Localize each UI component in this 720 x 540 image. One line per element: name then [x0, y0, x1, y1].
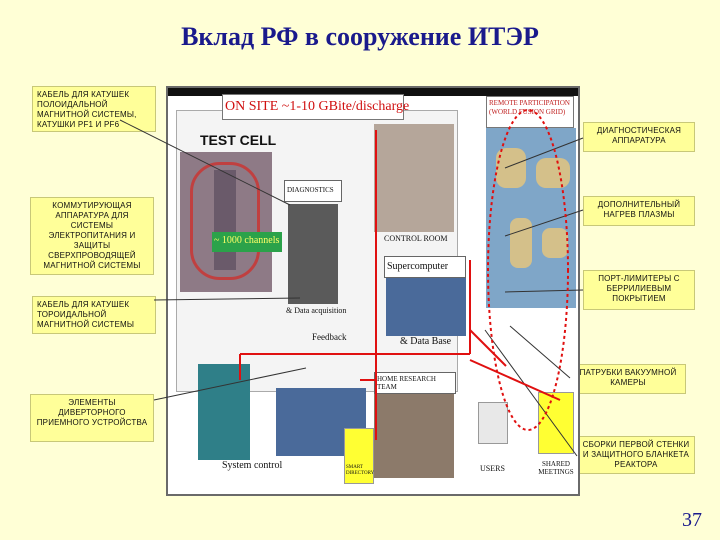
data-acq-label: & Data acquisition	[286, 306, 347, 315]
home-team-image	[374, 394, 454, 478]
callout-pf-cable: КАБЕЛЬ ДЛЯ КАТУШЕК ПОЛОИДАЛЬНОЙ МАГНИТНО…	[32, 86, 156, 132]
diagnostics-label: DIAGNOSTICS	[287, 186, 334, 194]
supercomputer-racks	[386, 278, 466, 336]
feedback-label: Feedback	[312, 332, 347, 342]
callout-switching-equipment: КОММУТИРУЮЩАЯ АППАРАТУРА ДЛЯ СИСТЕМЫ ЭЛЕ…	[30, 197, 154, 275]
database-label: & Data Base	[400, 336, 452, 347]
control-room-image	[374, 124, 454, 232]
remote-label: REMOTE PARTICIPATION (WORLD FUSION GRID)	[489, 99, 570, 116]
channels-label: ~ 1000 channels	[214, 235, 280, 246]
smart-directory-label: SMART DIRECTORY	[346, 465, 375, 476]
center-diagram: TEST CELL ON SITE ~1-10 GBite/discharge …	[166, 86, 580, 496]
control-room-label: CONTROL ROOM	[384, 234, 448, 243]
callout-diagnostics: ДИАГНОСТИЧЕСКАЯ АППАРАТУРА	[583, 122, 695, 152]
callout-vacuum-ports: ПАТРУБКИ ВАКУУМНОЙ КАМЕРЫ	[570, 364, 686, 394]
diagnostics-rack	[288, 204, 338, 304]
callout-divertor: ЭЛЕМЕНТЫ ДИВЕРТОРНОГО ПРИЕМНОГО УСТРОЙСТ…	[30, 394, 154, 442]
shared-meetings-label: SHARED MEETINGS	[538, 460, 574, 476]
callout-port-limiters: ПОРТ-ЛИМИТЕРЫ С БЕРРИЛИЕВЫМ ПОКРЫТИЕМ	[583, 270, 695, 310]
users-label: USERS	[480, 464, 505, 473]
diagnostics-box: DIAGNOSTICS	[284, 180, 342, 202]
supercomputer-box: Supercomputer	[384, 256, 466, 278]
remote-banner: REMOTE PARTICIPATION (WORLD FUSION GRID)	[486, 96, 574, 128]
system-control-label: System control	[222, 460, 283, 471]
smart-directory-box: SMART DIRECTORY	[344, 428, 374, 484]
world-map	[486, 128, 576, 308]
server-cabinet	[198, 364, 250, 460]
onsite-label: ON SITE ~1-10 GBite/discharge	[225, 99, 410, 114]
callout-plasma-heating: ДОПОЛНИТЕЛЬНЫЙ НАГРЕВ ПЛАЗМЫ	[583, 196, 695, 226]
users-computer	[478, 402, 508, 444]
test-cell-label: TEST CELL	[200, 132, 277, 148]
page-number: 37	[682, 509, 702, 531]
callout-tf-cable: КАБЕЛЬ ДЛЯ КАТУШЕК ТОРОИДАЛЬНОЙ МАГНИТНО…	[32, 296, 156, 334]
channels-arrow: ~ 1000 channels	[212, 232, 282, 252]
supercomputer-label: Supercomputer	[387, 261, 449, 272]
home-team-label: HOME RESEARCH TEAM	[377, 375, 436, 391]
onsite-banner: ON SITE ~1-10 GBite/discharge	[222, 94, 409, 120]
page-title: Вклад РФ в сооружение ИТЭР	[181, 22, 539, 51]
home-team-box: HOME RESEARCH TEAM	[374, 372, 456, 394]
top-bar	[168, 88, 578, 96]
